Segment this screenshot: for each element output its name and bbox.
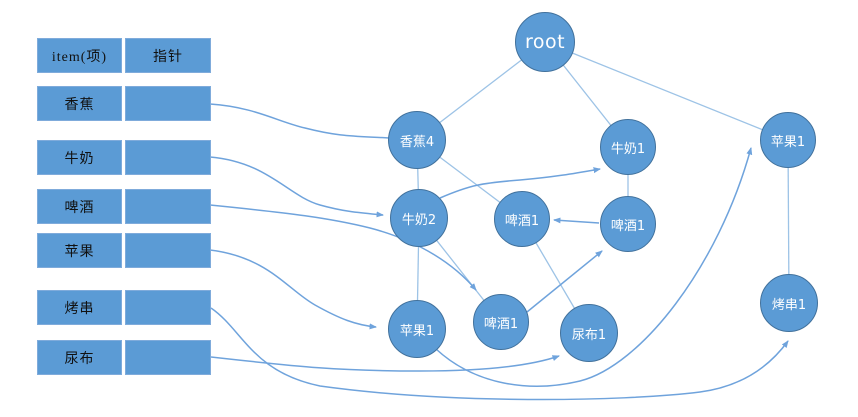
item-cell-banana: 香蕉 <box>37 86 122 121</box>
node-banana4: 香蕉4 <box>388 111 446 169</box>
link-apple1left-to-apple1right <box>435 147 753 387</box>
node-beer1-bottom: 啤酒1 <box>473 294 529 350</box>
link-header-milk-to-milk2 <box>209 156 384 218</box>
link-header-skewer-to-skewer1 <box>210 307 789 401</box>
header-col-pointer: 指针 <box>125 38 211 73</box>
node-beer1-mid: 啤酒1 <box>494 191 550 247</box>
edge-root-apple1-right <box>544 41 789 141</box>
item-cell-skewer: 烤串 <box>37 290 122 325</box>
pointer-cell-apple <box>125 233 211 268</box>
item-cell-beer: 啤酒 <box>37 189 122 224</box>
node-skewer1: 烤串1 <box>760 274 818 332</box>
pointer-cell-skewer <box>125 290 211 325</box>
header-table-head-row: item(项) 指针 <box>37 38 211 73</box>
link-beer1bottom-to-beer1right <box>526 250 603 313</box>
link-beer1right-to-beer1mid <box>553 217 600 224</box>
node-apple1-right: 苹果1 <box>760 112 816 168</box>
link-header-banana-to-banana4 <box>209 103 390 139</box>
pointer-cell-beer <box>125 189 211 224</box>
item-cell-apple: 苹果 <box>37 233 122 268</box>
table-row-milk: 牛奶 <box>37 140 211 175</box>
link-header-beer-to-beer1-bottom <box>209 204 477 291</box>
table-row-skewer: 烤串 <box>37 290 211 325</box>
table-row-banana: 香蕉 <box>37 86 211 121</box>
link-header-diaper-to-diaper1 <box>210 355 560 372</box>
table-row-beer: 啤酒 <box>37 189 211 224</box>
item-cell-diaper: 尿布 <box>37 340 122 375</box>
node-milk2: 牛奶2 <box>390 189 448 247</box>
item-cell-milk: 牛奶 <box>37 140 122 175</box>
node-diaper1: 尿布1 <box>560 304 618 362</box>
pointer-cell-milk <box>125 140 211 175</box>
pointer-cell-diaper <box>125 340 211 375</box>
header-col-item: item(项) <box>37 38 122 73</box>
node-beer1-right: 啤酒1 <box>600 196 656 252</box>
link-milk2-to-milk1 <box>439 167 601 199</box>
pointer-cell-banana <box>125 86 211 121</box>
link-header-apple-to-apple1-left <box>209 249 377 330</box>
node-root: root <box>515 12 575 72</box>
table-row-diaper: 尿布 <box>37 340 211 375</box>
table-row-apple: 苹果 <box>37 233 211 268</box>
node-milk1: 牛奶1 <box>600 119 656 175</box>
node-apple1-left: 苹果1 <box>388 300 446 358</box>
